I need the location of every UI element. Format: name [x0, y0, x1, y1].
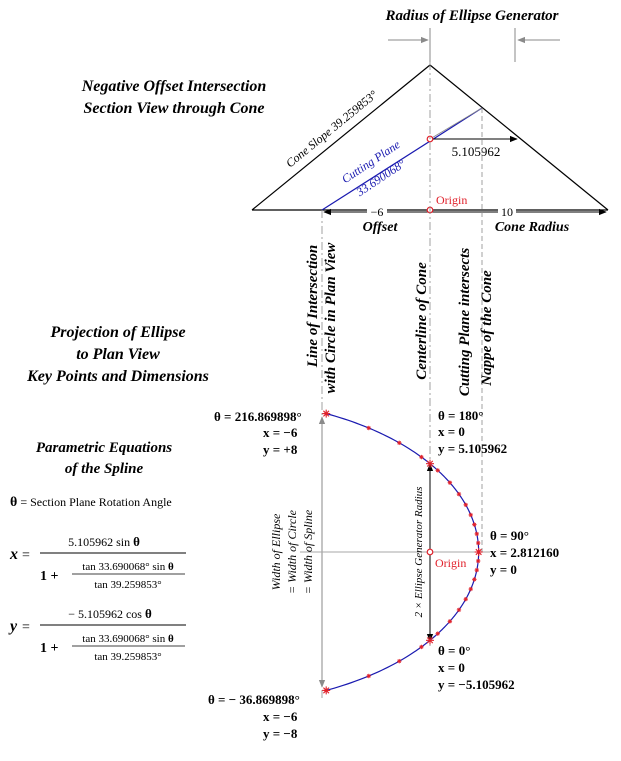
- cutting-plane-line: [321, 107, 483, 211]
- svg-text:tan 33.690068° sin θ: tan 33.690068° sin θ: [82, 561, 174, 573]
- line-of-intersection-label-1: Line of Intersection: [305, 245, 321, 369]
- spline-point-marker: [468, 512, 473, 518]
- svg-text:=: =: [22, 620, 30, 635]
- origin-label-plan: Origin: [435, 556, 466, 570]
- svg-text:1 +: 1 +: [40, 569, 59, 584]
- svg-text:5.105962 sin θ: 5.105962 sin θ: [68, 534, 140, 549]
- spline-point-markers: [322, 409, 483, 695]
- spline-point-marker: [474, 531, 479, 537]
- width-label-3: = Width of Spline: [301, 509, 315, 594]
- key-point-180: θ = 180° x = 0 y = 5.105962: [438, 408, 507, 456]
- projection-title-2: to Plan View: [76, 346, 160, 363]
- svg-text:x: x: [9, 546, 18, 563]
- svg-text:− 5.105962 cos θ: − 5.105962 cos θ: [68, 606, 152, 621]
- cone-radius-label: Cone Radius: [495, 220, 570, 235]
- origin-marker-plan: [426, 548, 434, 556]
- line-of-intersection-label-2: with Circle in Plan View: [323, 242, 339, 394]
- cone-side-left: [251, 64, 431, 211]
- svg-text:θ = − 36.869898°: θ = − 36.869898°: [208, 692, 300, 707]
- cone-radius-value: 10: [501, 205, 513, 219]
- x-equation: x = 5.105962 sin θ 1 + tan 33.690068° si…: [9, 534, 186, 591]
- spline-point-marker: [419, 454, 424, 460]
- key-point-minus-36: θ = − 36.869898° x = −6 y = −8: [208, 692, 300, 741]
- key-point-marker: [322, 686, 331, 695]
- spline-point-marker: [435, 468, 440, 473]
- svg-text:1 +: 1 +: [40, 641, 59, 656]
- spline-point-marker: [463, 502, 468, 508]
- svg-text:y = −8: y = −8: [263, 726, 298, 741]
- spline-point-marker: [456, 491, 462, 497]
- section-title-2: Section View through Cone: [84, 100, 265, 117]
- spline-point-marker: [456, 607, 462, 613]
- cutting-plane-intersects-label-1: Cutting Plane intersects: [457, 248, 473, 397]
- theta-definition: θ = Section Plane Rotation Angle: [10, 495, 172, 510]
- svg-text:θ = 90°: θ = 90°: [490, 528, 529, 543]
- key-point-marker: [474, 548, 483, 556]
- projection-title-3: Key Points and Dimensions: [26, 368, 209, 385]
- svg-text:θ = 180°: θ = 180°: [438, 408, 483, 423]
- offset-value: −6: [371, 205, 384, 219]
- spline-point-marker: [397, 440, 402, 446]
- spline-point-marker: [447, 480, 453, 485]
- origin-label-top: Origin: [436, 193, 467, 207]
- svg-text:x = 0: x = 0: [438, 660, 465, 675]
- generator-radius-value: 5.105962: [452, 144, 501, 159]
- svg-text:y = 0: y = 0: [490, 562, 517, 577]
- svg-text:θ = 216.869898°: θ = 216.869898°: [214, 409, 302, 424]
- centerline-label: Centerline of Cone: [414, 262, 430, 380]
- key-point-216: θ = 216.869898° x = −6 y = +8: [214, 409, 302, 457]
- svg-text:x = 0: x = 0: [438, 424, 465, 439]
- cone-side-right: [429, 64, 609, 211]
- cutting-plane-intersects-label-2: Nappe of the Cone: [479, 270, 495, 387]
- spline-point-marker: [474, 567, 479, 573]
- svg-text:x = −6: x = −6: [263, 709, 298, 724]
- svg-text:=: =: [22, 548, 30, 563]
- projection-title-1: Projection of Ellipse: [49, 324, 185, 341]
- svg-text:tan 39.259853°: tan 39.259853°: [94, 651, 161, 663]
- svg-text:x = 2.812160: x = 2.812160: [490, 545, 559, 560]
- spline-point-marker: [463, 596, 468, 602]
- y-equation: y = − 5.105962 cos θ 1 + tan 33.690068° …: [8, 606, 186, 663]
- spline-point-marker: [419, 644, 424, 650]
- svg-text:y = +8: y = +8: [263, 442, 298, 457]
- key-point-marker: [426, 459, 434, 468]
- generator-radius-dim-label: 2 × Ellipse Generator Radius: [413, 487, 425, 618]
- width-label-2: = Width of Circle: [285, 509, 299, 594]
- svg-text:y = 5.105962: y = 5.105962: [438, 441, 507, 456]
- svg-text:y: y: [8, 618, 18, 635]
- width-label-1: Width of Ellipse: [269, 513, 283, 590]
- parametric-title-1: Parametric Equations: [36, 440, 172, 456]
- spline-point-marker: [472, 522, 477, 527]
- key-point-marker: [426, 636, 434, 645]
- spline-point-marker: [447, 619, 453, 624]
- spline-point-marker: [366, 673, 371, 679]
- key-point-0: θ = 0° x = 0 y = −5.105962: [438, 643, 515, 692]
- key-point-marker: [322, 409, 331, 418]
- spline-point-marker: [468, 586, 473, 592]
- generator-radius-line: [429, 107, 483, 140]
- key-point-90: θ = 90° x = 2.812160 y = 0: [490, 528, 559, 577]
- svg-text:tan 39.259853°: tan 39.259853°: [94, 579, 161, 591]
- parametric-title-2: of the Spline: [65, 461, 144, 477]
- offset-label: Offset: [363, 220, 399, 235]
- svg-text:x = −6: x = −6: [263, 425, 298, 440]
- svg-text:y = −5.105962: y = −5.105962: [438, 677, 515, 692]
- svg-text:tan 33.690068° sin θ: tan 33.690068° sin θ: [82, 633, 174, 645]
- spline-point-marker: [366, 425, 371, 431]
- spline-point-marker: [435, 631, 440, 636]
- spline-point-marker: [397, 658, 402, 664]
- section-title-1: Negative Offset Intersection: [81, 78, 267, 95]
- spline-point-marker: [475, 558, 481, 564]
- spline-point-marker: [475, 540, 481, 546]
- radius-title: Radius of Ellipse Generator: [385, 8, 559, 24]
- svg-text:θ = 0°: θ = 0°: [438, 643, 470, 658]
- spline-point-marker: [472, 577, 477, 582]
